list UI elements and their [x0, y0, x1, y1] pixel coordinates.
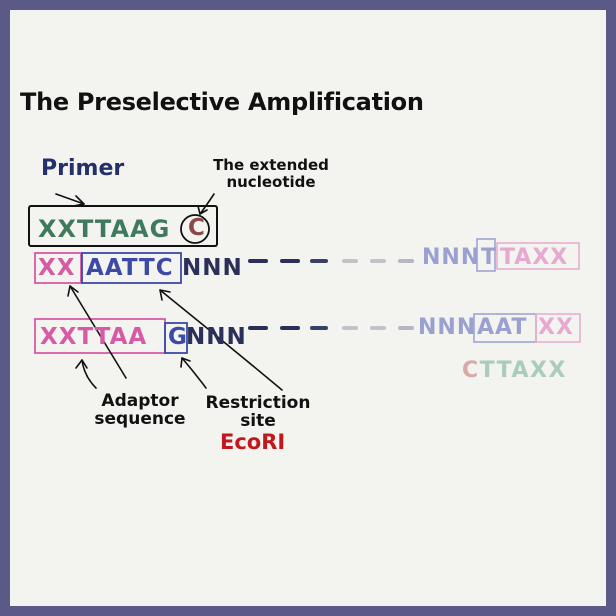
- top-site-box: [81, 252, 182, 284]
- complement-rest: TTAXX: [479, 358, 567, 383]
- enzyme-label: EcoRI: [220, 430, 286, 454]
- diagram-lines: [28, 193, 581, 391]
- arrows: [55, 193, 283, 391]
- bottom-right-site-seq: AAT: [477, 315, 528, 340]
- extended-nucleotide-circle: [180, 214, 210, 244]
- top-site-seq: AATTC: [86, 255, 174, 281]
- primer-label: Primer: [41, 156, 125, 181]
- primer-box: [28, 205, 218, 247]
- bottom-right-end-seq: XX: [538, 315, 574, 340]
- top-right-site-seq: T: [481, 245, 498, 270]
- primer-sequence: XXTTAAG: [38, 215, 171, 243]
- diagram-canvas: The Preselective Amplification Primer Th…: [10, 10, 606, 606]
- bottom-right-n-seq: NNN: [418, 315, 477, 340]
- top-adaptor-box: [34, 252, 82, 284]
- restriction-site-label: Restriction site: [205, 393, 311, 431]
- top-adaptor-seq: XX: [38, 255, 76, 281]
- bottom-adaptor-seq: XXTTAA: [40, 324, 148, 350]
- top-tail-seq: NNN: [182, 255, 243, 281]
- extended-nucleotide-label: The extended nucleotide: [213, 156, 329, 191]
- complement-end-seq: CTTAXX: [462, 360, 567, 382]
- bottom-site-box: [164, 322, 188, 354]
- complement-first-base: C: [462, 358, 480, 383]
- top-right-site-box: [476, 238, 496, 272]
- top-right-end-box: [496, 242, 580, 270]
- top-right-n-seq: NNN: [422, 245, 481, 270]
- bottom-tail-seq: NNN: [186, 324, 247, 350]
- bottom-right-end-box: [535, 313, 581, 343]
- diagram-title: The Preselective Amplification: [20, 88, 424, 116]
- bottom-site-seq: G: [168, 324, 188, 350]
- extended-nucleotide: C: [188, 215, 206, 241]
- top-right-end-seq: TAXX: [500, 245, 569, 270]
- adaptor-sequence-label: Adaptor sequence: [94, 391, 186, 429]
